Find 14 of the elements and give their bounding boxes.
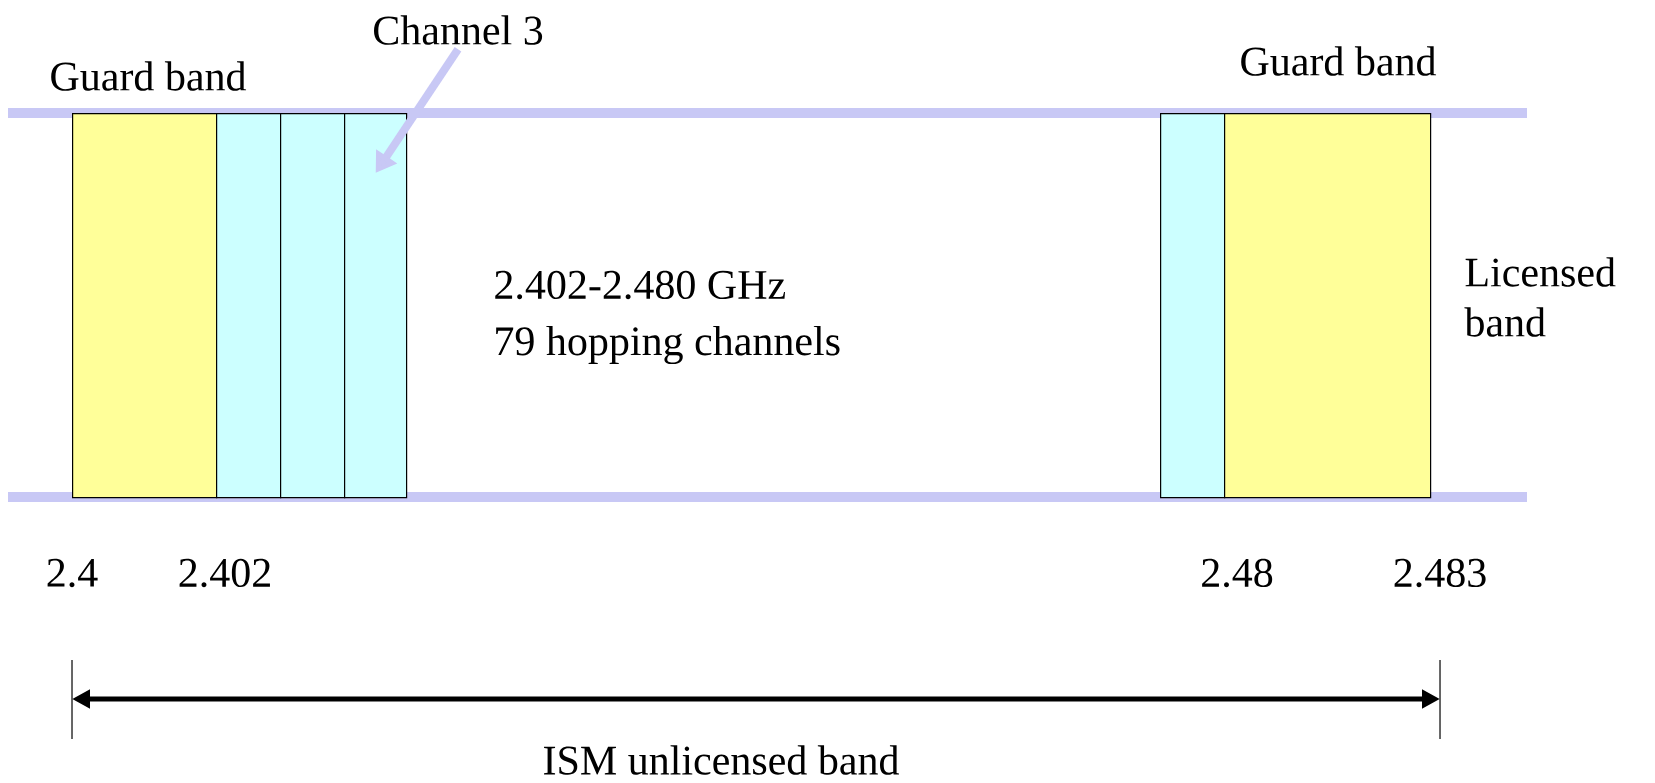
band-label: Guard band <box>51 61 247 91</box>
tick-label: 2.48 <box>1202 558 1273 588</box>
band-box <box>280 113 346 499</box>
band-label: Guard band <box>1241 46 1437 76</box>
channel-label: Channel 3 <box>374 15 543 45</box>
band-box <box>344 113 408 499</box>
band-label: ISM unlicensed band <box>544 745 899 775</box>
tick-label: 2.402 <box>179 558 270 588</box>
frequency-range-label: 2.402-2.480 GHz <box>495 270 785 300</box>
band-box <box>1160 113 1226 499</box>
band-box <box>216 113 282 499</box>
tick-label: 2.4 <box>47 558 98 588</box>
tick-label: 2.483 <box>1394 558 1486 588</box>
channel-count-label: 79 hopping channels <box>496 325 840 365</box>
